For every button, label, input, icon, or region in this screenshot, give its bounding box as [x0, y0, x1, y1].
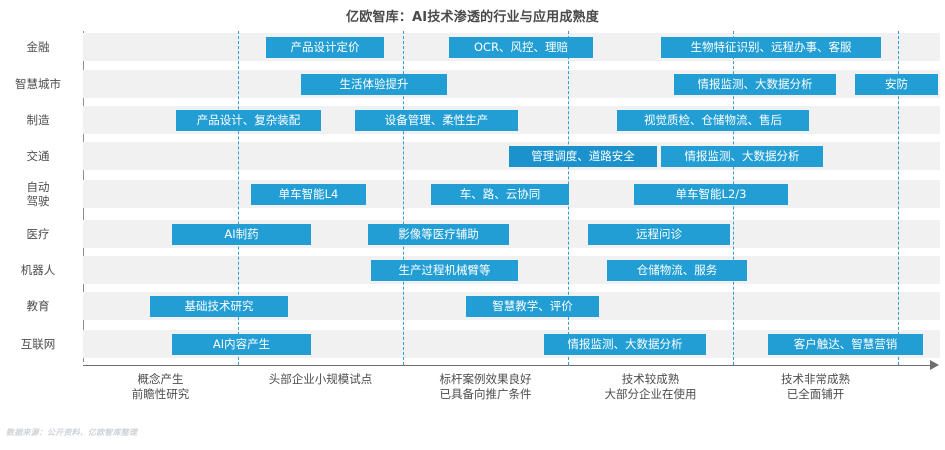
stage-caption-line: 技术非常成熟 [781, 372, 850, 386]
row-label-交通: 交通 [0, 149, 76, 163]
stage-caption-line: 已具备向推广条件 [439, 387, 532, 401]
gridline-5 [898, 31, 899, 365]
bar-金融-2[interactable]: OCR、风控、理赔 [449, 36, 593, 58]
bar-医疗-2[interactable]: 影像等医疗辅助 [368, 223, 509, 245]
row-label-line: 机器人 [20, 263, 56, 277]
gridline-2 [403, 31, 404, 365]
bar-教育-2[interactable]: 智慧教学、评价 [466, 295, 599, 317]
stage-caption-line: 已全面铺开 [786, 387, 845, 401]
row-label-教育: 教育 [0, 299, 76, 313]
bar-机器人-2[interactable]: 仓储物流、服务 [607, 259, 747, 281]
bar-互联网-1[interactable]: AI内容产生 [172, 333, 311, 355]
row-label-互联网: 互联网 [0, 337, 76, 351]
row-label-自动驾驶: 自动驾驶 [0, 180, 76, 208]
row-label-line: 互联网 [20, 337, 56, 351]
row-label-医疗: 医疗 [0, 227, 76, 241]
bar-制造-3[interactable]: 视觉质检、仓储物流、售后 [617, 109, 809, 131]
stage-caption-4: 技术较成熟大部分企业在使用 [566, 372, 736, 402]
bar-医疗-1[interactable]: AI制药 [172, 223, 311, 245]
row-label-智慧城市: 智慧城市 [0, 77, 76, 91]
row-label-line: 教育 [26, 299, 50, 313]
row-label-line: 智慧城市 [15, 77, 61, 91]
bar-制造-2[interactable]: 设备管理、柔性生产 [355, 109, 518, 131]
bar-互联网-3[interactable]: 客户触达、智慧营销 [768, 333, 923, 355]
stage-caption-2: 头部企业小规模试点 [236, 372, 406, 387]
bar-自动驾驶-3[interactable]: 单车智能L2/3 [634, 183, 788, 205]
bar-交通-2[interactable]: 情报监测、大数据分析 [661, 145, 823, 167]
bar-自动驾驶-1[interactable]: 单车智能L4 [251, 183, 366, 205]
bar-自动驾驶-2[interactable]: 车、路、云协同 [431, 183, 569, 205]
row-label-机器人: 机器人 [0, 263, 76, 277]
stage-caption-line: 概念产生 [137, 372, 184, 386]
stage-caption-line: 头部企业小规模试点 [268, 372, 373, 386]
stage-caption-line: 技术较成熟 [621, 372, 680, 386]
row-label-line: 驾驶 [26, 194, 50, 208]
x-axis-line [83, 365, 933, 366]
bar-交通-1[interactable]: 管理调度、道路安全 [509, 145, 657, 167]
bar-智慧城市-3[interactable]: 安防 [855, 73, 938, 95]
row-label-金融: 金融 [0, 40, 76, 54]
row-label-line: 金融 [26, 40, 50, 54]
stage-caption-5: 技术非常成熟已全面铺开 [731, 372, 901, 402]
stage-caption-3: 标杆案例效果良好已具备向推广条件 [401, 372, 571, 402]
stage-caption-line: 大部分企业在使用 [604, 387, 697, 401]
bar-制造-1[interactable]: 产品设计、复杂装配 [176, 109, 321, 131]
row-label-line: 医疗 [26, 227, 50, 241]
row-label-line: 交通 [26, 149, 50, 163]
bar-医疗-3[interactable]: 远程问诊 [588, 223, 730, 245]
row-label-line: 自动 [26, 180, 50, 194]
bar-教育-1[interactable]: 基础技术研究 [150, 295, 288, 317]
stage-caption-line: 标杆案例效果良好 [439, 372, 532, 386]
x-axis-arrow-icon [930, 360, 939, 370]
bar-金融-1[interactable]: 产品设计定价 [266, 36, 384, 58]
bar-智慧城市-1[interactable]: 生活体验提升 [301, 73, 447, 95]
bar-互联网-2[interactable]: 情报监测、大数据分析 [544, 333, 706, 355]
bar-机器人-1[interactable]: 生产过程机械臂等 [371, 259, 518, 281]
row-label-line: 制造 [26, 113, 50, 127]
gridline-1 [238, 31, 239, 365]
stage-caption-line: 前瞻性研究 [131, 387, 190, 401]
bar-金融-3[interactable]: 生物特征识别、远程办事、客服 [661, 36, 881, 58]
bar-智慧城市-2[interactable]: 情报监测、大数据分析 [674, 73, 836, 95]
page-title: 亿欧智库：AI技术渗透的行业与应用成熟度 [346, 10, 599, 25]
source-note: 数据来源：公开资料、亿欧智库整理 [6, 428, 138, 437]
row-label-制造: 制造 [0, 113, 76, 127]
stage-caption-1: 概念产生前瞻性研究 [76, 372, 246, 402]
